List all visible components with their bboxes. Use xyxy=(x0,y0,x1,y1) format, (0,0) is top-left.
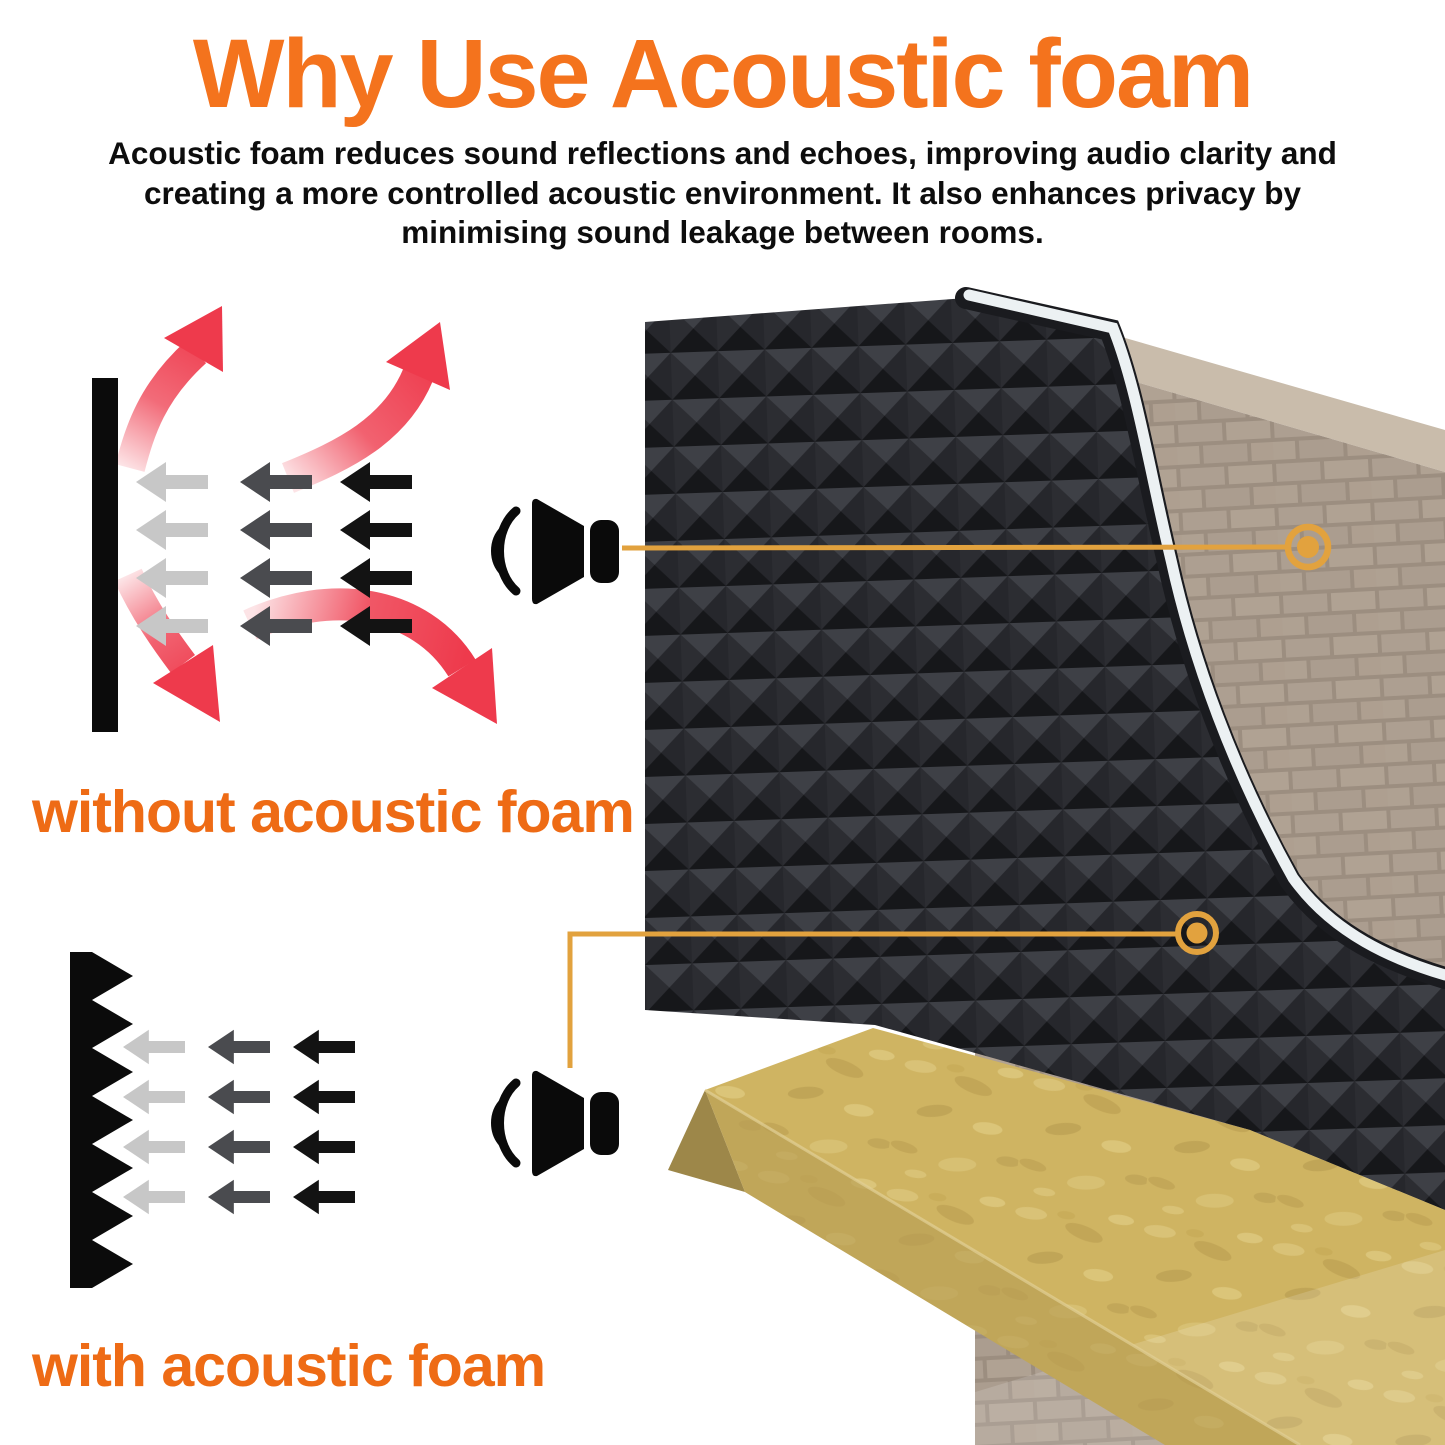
label-with-foam: with acoustic foam xyxy=(32,1333,546,1399)
diagram-with-foam xyxy=(70,952,619,1288)
curved-arrow-head xyxy=(164,306,223,372)
connector-wall xyxy=(621,523,1332,571)
wood-base-top xyxy=(705,1028,1445,1445)
curved-arrow-icon xyxy=(282,368,433,493)
white-backing-layer xyxy=(963,289,1445,981)
curved-arrow-head xyxy=(153,645,220,722)
connector-foam xyxy=(567,911,1219,1068)
wood-edge-highlight xyxy=(704,1088,1301,1445)
acoustic-foam-wall-scene xyxy=(645,287,1445,1445)
hard-wall-bar xyxy=(92,378,118,732)
wall-marker-ring xyxy=(1284,523,1332,571)
reflection-arrows xyxy=(114,306,497,724)
curved-arrow-icon xyxy=(115,340,207,472)
page-title: Why Use Acoustic foam xyxy=(192,19,1254,128)
diagram-without-foam xyxy=(92,306,619,732)
description-line-1: Acoustic foam reduces sound reflections … xyxy=(108,135,1337,171)
wall-marker-dot xyxy=(1297,536,1319,558)
description-line-3: minimising sound leakage between rooms. xyxy=(401,214,1044,251)
foam-wedge-bar xyxy=(70,952,133,1288)
pyramid-foam-panel xyxy=(645,298,1445,1210)
description-text: Acoustic foam reduces sound reflections … xyxy=(58,134,1388,253)
description-line-2: creating a more controlled acoustic envi… xyxy=(143,174,1302,211)
label-without-foam: without acoustic foam xyxy=(32,779,635,845)
foam-marker-dot xyxy=(1186,922,1208,944)
speaker-icon xyxy=(495,499,619,604)
wood-base-end xyxy=(668,1090,745,1192)
curved-arrow-head xyxy=(386,322,450,390)
curved-arrow-head xyxy=(432,648,497,724)
curved-arrow-icon xyxy=(243,588,476,677)
sound-arrow-rows xyxy=(123,1029,355,1215)
foam-marker-ring xyxy=(1175,911,1219,955)
speaker-icon xyxy=(495,1071,619,1176)
